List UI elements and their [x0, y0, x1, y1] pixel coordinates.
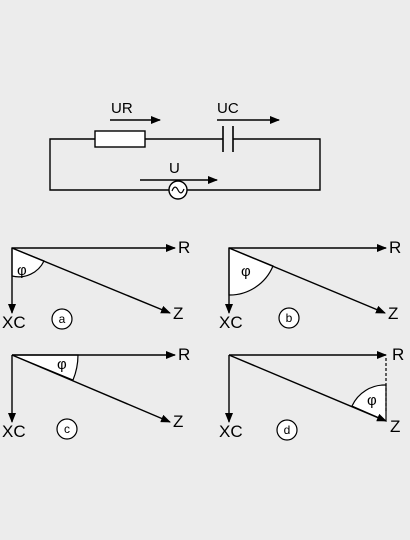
xc-label-a: XC	[2, 313, 26, 332]
diagram-c: φ R XC Z c	[2, 345, 190, 441]
z-vector-d	[228, 354, 387, 422]
resistor	[94, 130, 146, 148]
z-vector-c	[11, 354, 171, 423]
z-label-a: Z	[173, 304, 183, 323]
z-vector-a	[11, 247, 171, 314]
xc-label-b: XC	[219, 313, 243, 332]
xc-label-c: XC	[2, 422, 26, 441]
label-uc: UC	[217, 100, 239, 117]
label-u: U	[169, 160, 180, 177]
xc-label-d: XC	[219, 422, 243, 441]
phi-label-a: φ	[17, 262, 27, 279]
phi-label-d: φ	[367, 392, 377, 409]
diagram-a: φ R XC Z a	[2, 238, 190, 332]
z-vector-b	[228, 247, 386, 314]
r-label-a: R	[178, 238, 190, 257]
rc-circuit	[49, 116, 321, 200]
diagram-b: φ R XC Z b	[219, 238, 401, 332]
label-ur: UR	[111, 100, 133, 117]
r-label-c: R	[178, 345, 190, 364]
option-label-b: b	[286, 311, 293, 325]
option-label-a: a	[59, 312, 66, 326]
wire-left	[49, 138, 169, 191]
option-badge-b	[278, 307, 300, 329]
option-label-c: c	[64, 422, 70, 436]
option-badge-d	[276, 419, 298, 441]
phi-label-b: φ	[241, 263, 251, 280]
z-label-b: Z	[388, 304, 398, 323]
angle-arc-b	[228, 247, 274, 296]
z-label-c: Z	[173, 412, 183, 431]
z-label-d: Z	[390, 417, 400, 436]
r-label-b: R	[389, 238, 401, 257]
angle-arc-d	[351, 384, 387, 422]
sine-icon	[171, 186, 185, 194]
option-label-d: d	[284, 423, 291, 437]
phi-label-c: φ	[57, 356, 67, 373]
wire-right	[187, 138, 321, 191]
diagram-d: φ R XC Z d	[219, 345, 404, 441]
option-badge-c	[56, 418, 78, 440]
option-badge-a	[51, 308, 73, 330]
r-label-d: R	[392, 345, 404, 364]
